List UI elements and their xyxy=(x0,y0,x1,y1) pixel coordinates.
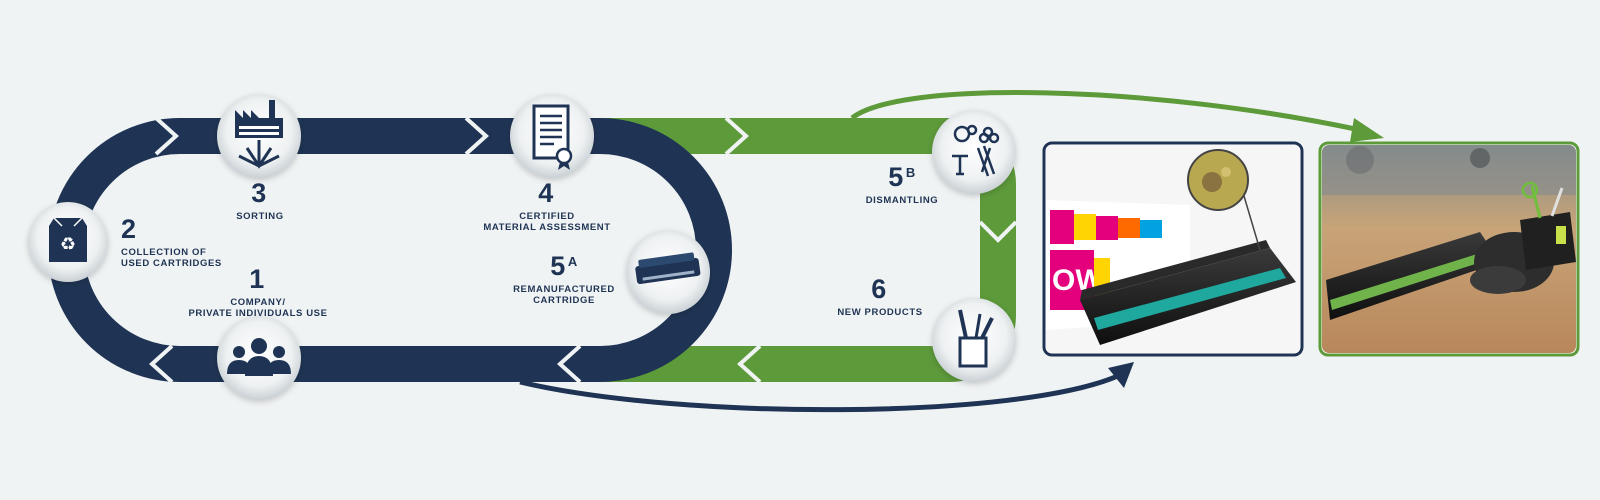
step-1-label: 1 COMPANY/PRIVATE INDIVIDUALS USE xyxy=(178,264,338,320)
disc-parts xyxy=(932,110,1016,194)
certificate-icon xyxy=(532,104,573,170)
navy-chevrons xyxy=(149,116,673,384)
step-1-number: 1 xyxy=(249,264,265,294)
step-6-label: 6 NEW PRODUCTS xyxy=(830,274,930,319)
people-icon xyxy=(227,338,291,376)
green-chevrons xyxy=(724,116,1018,384)
parts-icon xyxy=(952,124,1000,177)
green-arrow xyxy=(850,90,1361,133)
recycled-products-photo xyxy=(1318,141,1580,357)
step-4-number: 4 xyxy=(538,178,554,208)
navy-arrow xyxy=(519,372,1122,413)
navy-arrowhead xyxy=(1108,362,1134,388)
green-arrowhead xyxy=(1350,118,1384,142)
step-3-label: 3 SORTING xyxy=(200,178,320,223)
pen-holder-icon xyxy=(958,309,994,368)
navy-loop-band xyxy=(48,118,732,382)
factory-icon xyxy=(235,100,283,169)
step-2-number: 2 xyxy=(121,214,137,244)
step-3-number: 3 xyxy=(251,178,267,208)
svg-text:♻: ♻ xyxy=(60,234,76,255)
step-6-number: 6 xyxy=(871,274,887,304)
recycle-box-icon: ♻ xyxy=(49,217,87,262)
cartridge-icon xyxy=(635,252,701,284)
remanufactured-cartridge-photo: OWO xyxy=(1042,141,1304,357)
